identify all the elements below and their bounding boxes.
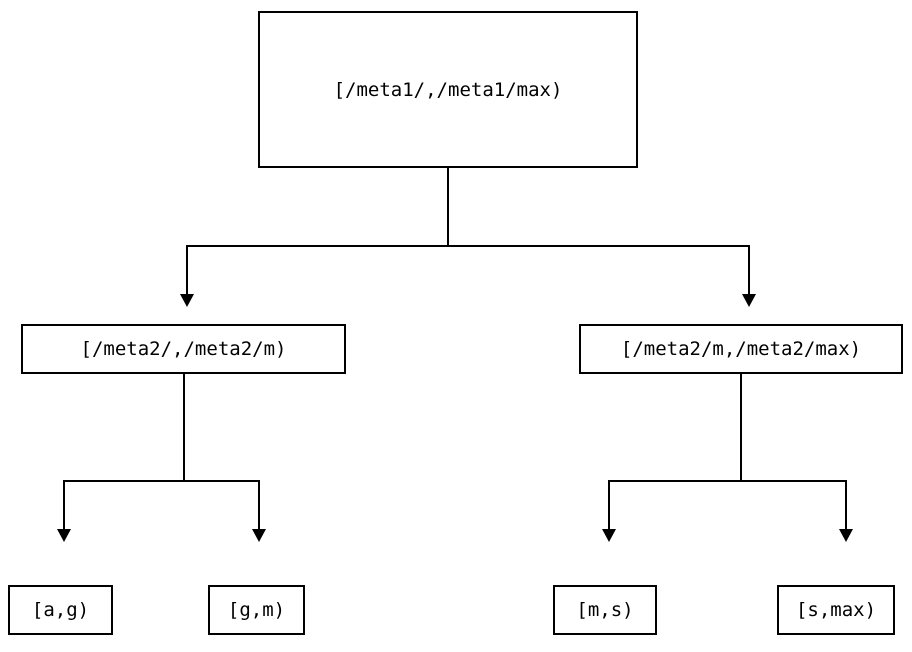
tree-node-mid-left[interactable]: [/meta2/,/meta2/m) [21, 324, 346, 374]
connector-root-drop-left [186, 245, 188, 295]
tree-leaf-node-1[interactable]: [g,m) [208, 585, 305, 635]
connector-mid-left-drop-right [258, 480, 260, 530]
connector-root-bus [186, 245, 750, 247]
tree-leaf-node-3[interactable]: [s,max) [777, 585, 895, 635]
arrowhead-icon-leaf-0 [57, 529, 71, 542]
connector-mid-left-stem [183, 374, 185, 482]
connector-root-stem [447, 168, 449, 247]
connector-mid-left-bus [63, 480, 260, 482]
arrowhead-icon-root-left [180, 294, 194, 307]
tree-leaf-node-2[interactable]: [m,s) [553, 585, 657, 635]
tree-leaf-node-1-label: [g,m) [227, 599, 286, 621]
tree-node-mid-left-label: [/meta2/,/meta2/m) [80, 338, 287, 360]
connector-mid-right-drop-left [608, 480, 610, 530]
arrowhead-icon-leaf-3 [839, 529, 853, 542]
arrowhead-icon-leaf-2 [602, 529, 616, 542]
tree-leaf-node-2-label: [m,s) [576, 599, 634, 621]
connector-mid-left-drop-left [63, 480, 65, 530]
tree-node-root-label: [/meta1/,/meta1/max) [333, 78, 563, 101]
connector-mid-right-drop-right [845, 480, 847, 530]
tree-leaf-node-0-label: [a,g) [31, 599, 90, 621]
connector-root-drop-right [748, 245, 750, 295]
tree-node-mid-right-label: [/meta2/m,/meta2/max) [620, 338, 862, 360]
tree-node-mid-right[interactable]: [/meta2/m,/meta2/max) [579, 324, 903, 374]
tree-leaf-node-3-label: [s,max) [795, 599, 877, 621]
tree-node-root[interactable]: [/meta1/,/meta1/max) [258, 11, 638, 168]
connector-mid-right-bus [608, 480, 847, 482]
arrowhead-icon-root-right [742, 294, 756, 307]
connector-mid-right-stem [740, 374, 742, 482]
arrowhead-icon-leaf-1 [252, 529, 266, 542]
tree-leaf-node-0[interactable]: [a,g) [8, 585, 113, 635]
